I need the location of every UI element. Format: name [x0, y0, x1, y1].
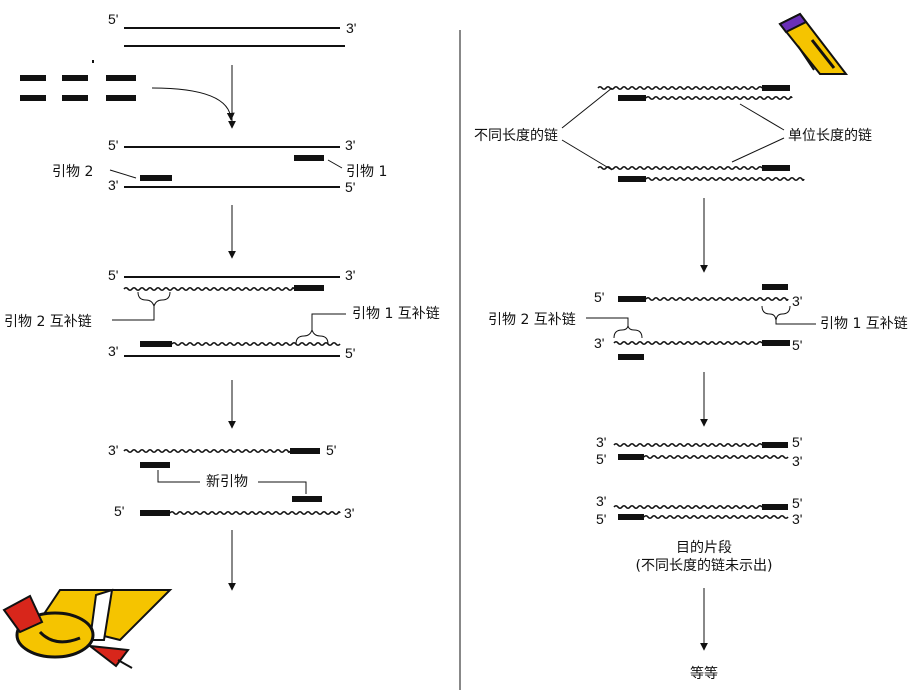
pencil-crayon-icon — [2, 588, 173, 669]
leader-line — [109, 169, 137, 179]
end-label: 3' — [108, 343, 118, 359]
strand-wave — [645, 95, 793, 101]
leader-line — [586, 317, 629, 326]
new-primer-label: 新引物 — [206, 474, 248, 490]
primer-block — [762, 85, 790, 91]
end-label: 3' — [792, 511, 802, 527]
end-label: 5' — [596, 511, 606, 527]
leader-line — [561, 139, 613, 171]
leader-line — [731, 137, 785, 163]
strand-wave — [613, 340, 763, 346]
primer-2 — [618, 354, 644, 360]
end-label: 3' — [594, 335, 604, 351]
end-label: 5' — [345, 179, 355, 195]
strand-wave — [645, 296, 789, 302]
diff-length-label: 不同长度的链 — [474, 128, 558, 144]
end-label: 5' — [792, 337, 802, 353]
leader-line — [327, 159, 343, 169]
primer-1 — [294, 285, 324, 291]
end-label: 5' — [792, 434, 802, 450]
brace — [613, 325, 643, 339]
primer-block — [618, 296, 646, 302]
end-label: 5' — [108, 11, 118, 27]
primer-block — [618, 176, 646, 182]
primer-block — [140, 510, 170, 516]
etc-label: 等等 — [690, 665, 718, 682]
target-fragment-label: 目的片段 — [676, 540, 732, 556]
leader-line — [112, 306, 155, 321]
primer-2 — [140, 175, 172, 181]
primer-2-comp-label: 引物 2 互补链 — [488, 312, 576, 328]
end-label: 3' — [344, 505, 354, 521]
end-label: 3' — [792, 293, 802, 309]
strand-wave — [613, 442, 763, 448]
primer-block — [618, 454, 644, 460]
leader-line — [739, 103, 785, 131]
primer-pool — [20, 60, 136, 101]
leader-line — [258, 481, 307, 494]
new-strand-wave — [123, 448, 291, 454]
primer-1-comp-label: 引物 1 互补链 — [820, 316, 908, 332]
end-label: 5' — [596, 451, 606, 467]
primer-1-comp-label: 引物 1 互补链 — [352, 306, 440, 322]
end-label: 3' — [345, 137, 355, 153]
new-primer — [292, 496, 322, 502]
strand-wave — [597, 85, 763, 91]
end-label: 5' — [108, 137, 118, 153]
end-label: 3' — [792, 453, 802, 469]
primer-2-label: 引物 2 — [52, 164, 93, 180]
primer-block — [762, 340, 790, 346]
primer-block — [618, 95, 646, 101]
brace — [295, 328, 329, 345]
end-label: 5' — [594, 289, 604, 305]
strand-wave — [643, 454, 789, 460]
end-label: 5' — [108, 267, 118, 283]
leader-line — [311, 313, 346, 330]
leader-line — [157, 470, 200, 483]
new-strand-wave — [169, 510, 341, 516]
leader-line — [561, 87, 613, 129]
merge-arrow — [151, 87, 235, 121]
primer-block — [762, 165, 790, 171]
end-label: 5' — [792, 495, 802, 511]
primer-2 — [140, 341, 172, 347]
new-strand-wave — [123, 286, 295, 292]
new-primer — [140, 462, 170, 468]
end-label: 3' — [108, 177, 118, 193]
end-label: 3' — [596, 493, 606, 509]
end-label: 3' — [596, 434, 606, 450]
end-label: 3' — [346, 20, 356, 36]
primer-1 — [294, 155, 324, 161]
new-strand-wave — [171, 341, 341, 347]
primer-block — [290, 448, 320, 454]
pencil-icon — [778, 12, 849, 75]
strand-wave — [613, 504, 763, 510]
leader-line — [775, 320, 816, 325]
end-label: 3' — [108, 442, 118, 458]
end-label: 3' — [345, 267, 355, 283]
primer-2-comp-label: 引物 2 互补链 — [4, 314, 92, 330]
strand-wave — [597, 165, 763, 171]
end-label: 5' — [326, 442, 336, 458]
primer-1-label: 引物 1 — [346, 164, 387, 180]
primer-1 — [762, 284, 788, 290]
strand-wave — [645, 176, 805, 182]
end-label: 5' — [345, 345, 355, 361]
brace — [137, 291, 171, 308]
primer-block — [762, 504, 788, 510]
strand-wave — [643, 514, 789, 520]
brace — [761, 305, 791, 321]
primer-block — [762, 442, 788, 448]
primer-block — [618, 514, 644, 520]
end-label: 5' — [114, 503, 124, 519]
target-fragment-note: (不同长度的链未示出) — [636, 558, 773, 574]
unit-length-label: 单位长度的链 — [788, 128, 872, 144]
